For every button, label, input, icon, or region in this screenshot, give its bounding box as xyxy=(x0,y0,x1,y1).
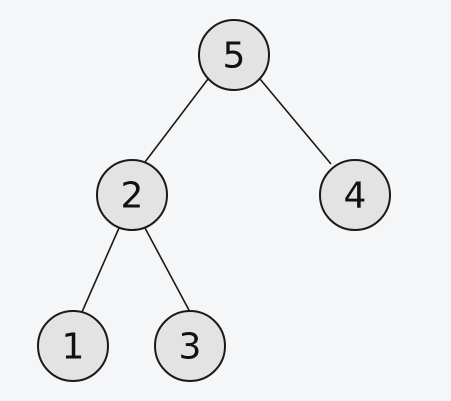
edge-5-2 xyxy=(144,78,209,163)
node-2-circle xyxy=(96,159,168,231)
node-4-circle xyxy=(319,159,391,231)
node-5-label: 5 xyxy=(223,36,246,77)
node-2: 2 xyxy=(96,159,168,231)
tree-nodes: 5 2 4 1 3 xyxy=(37,19,391,382)
node-2-label: 2 xyxy=(121,176,144,217)
node-4: 4 xyxy=(319,159,391,231)
node-5-circle xyxy=(198,19,270,91)
node-3: 3 xyxy=(154,310,226,382)
edge-2-3 xyxy=(144,227,191,313)
node-4-label: 4 xyxy=(344,176,367,217)
node-3-circle xyxy=(154,310,226,382)
node-1: 1 xyxy=(37,310,109,382)
node-3-label: 3 xyxy=(179,327,202,368)
edge-5-4 xyxy=(259,78,332,165)
tree-edges xyxy=(81,78,332,313)
node-1-circle xyxy=(37,310,109,382)
node-5: 5 xyxy=(198,19,270,91)
node-1-label: 1 xyxy=(62,327,85,368)
edge-2-1 xyxy=(81,227,120,313)
